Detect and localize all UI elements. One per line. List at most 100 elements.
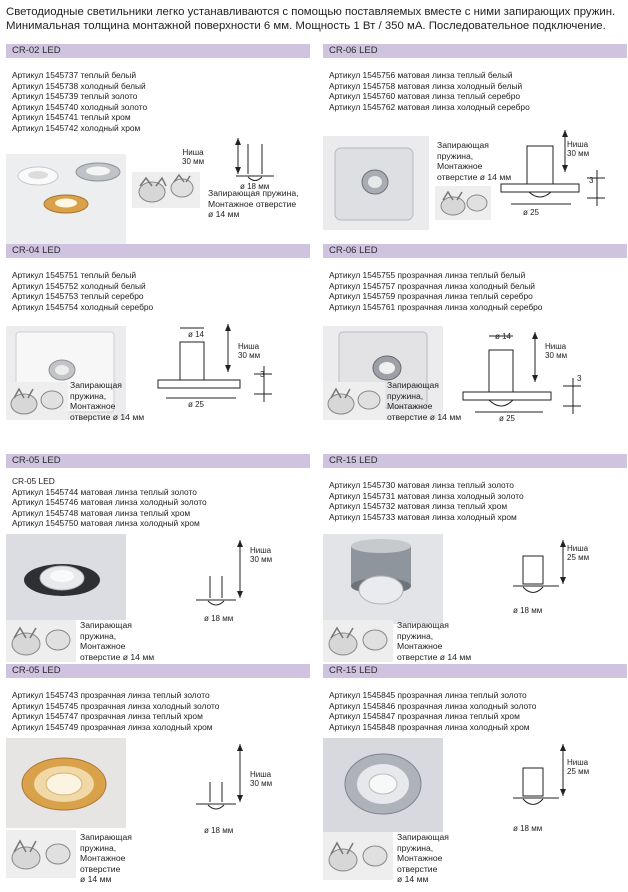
product-photo — [323, 738, 443, 832]
diameter-label: ø 18 мм — [204, 826, 234, 835]
panel-header: CR-05 LED — [6, 454, 310, 468]
article-list: Артикул 1545756 матовая линза теплый бел… — [329, 70, 530, 112]
article-line: Артикул 1545733 матовая линза холодный х… — [329, 511, 517, 522]
article-line: Артикул 1545754 холодный серебро — [12, 301, 154, 312]
spring-caption: Запирающая пружина, Монтажное отверстие … — [70, 380, 145, 422]
diameter-label: ø 25 — [499, 414, 516, 423]
panel-header: CR-15 LED — [323, 664, 627, 678]
article-line: Артикул 1545749 прозрачная линза холодны… — [12, 721, 213, 732]
top-diameter-label: ø 14 — [495, 332, 512, 341]
article-line: Артикул 1545746 матовая линза холодный з… — [12, 497, 207, 508]
panel-header: CR-02 LED — [6, 44, 310, 58]
depth-label: 3 — [577, 374, 582, 383]
niche-label: Ниша 30 мм — [567, 140, 590, 158]
article-line: Артикул 1545758 матовая линза холодный б… — [329, 80, 523, 91]
diameter-label: ø 18 мм — [513, 824, 543, 833]
article-line: Артикул 1545752 холодный белый — [12, 280, 146, 291]
product-photo — [6, 154, 126, 250]
product-panel-cr04: CR-04 LED Артикул 1545751 теплый белый А… — [6, 244, 310, 450]
niche-label: Ниша 25 мм — [567, 758, 590, 776]
article-line: Артикул 1545739 теплый золото — [12, 91, 138, 102]
depth-label: 3 — [260, 370, 265, 379]
dimension-drawing — [500, 130, 605, 206]
spring-photo — [323, 382, 385, 420]
article-line: Артикул 1545731 матовая линза холодный з… — [329, 490, 524, 501]
niche-label: Ниша 30 мм — [250, 770, 273, 788]
panel-header: CR-06 LED — [323, 44, 627, 58]
spring-caption: Запирающая пружина, Монтажное отверстие … — [208, 188, 299, 220]
spring-photo — [435, 186, 491, 220]
spring-photo — [6, 382, 68, 420]
article-line: Артикул 1545846 прозрачная линза холодны… — [329, 700, 537, 711]
product-photo — [6, 738, 126, 828]
dimension-drawing — [157, 324, 272, 402]
article-line: Артикул 1545756 матовая линза теплый бел… — [329, 70, 513, 80]
article-line: Артикул 1545738 холодный белый — [12, 80, 146, 91]
article-line: Артикул 1545847 прозрачная линза теплый … — [329, 711, 520, 722]
product-photo — [6, 534, 126, 620]
product-panel-cr15-matte: CR-15 LED Артикул 1545730 матовая линза … — [323, 454, 627, 662]
article-line: Артикул 1545751 теплый белый — [12, 270, 136, 280]
article-line: CR-05 LED — [12, 476, 55, 486]
diameter-label: ø 18 мм — [240, 182, 270, 191]
article-line: Артикул 1545757 прозрачная линза холодны… — [329, 280, 535, 291]
depth-label: 3 — [589, 176, 594, 185]
diameter-label: ø 25 — [523, 208, 540, 217]
spring-caption: Запирающая пружина, Монтажное отверстие … — [80, 832, 132, 885]
article-line: Артикул 1545760 матовая линза теплый сер… — [329, 91, 521, 102]
article-line: Артикул 1545737 теплый белый — [12, 70, 136, 80]
diameter-label: ø 25 — [188, 400, 205, 409]
dimension-drawing — [196, 744, 243, 810]
spring-photo — [323, 832, 393, 880]
article-line: Артикул 1545740 холодный золото — [12, 101, 148, 112]
article-line: Артикул 1545845 прозрачная линза теплый … — [329, 690, 527, 700]
article-line: Артикул 1545744 матовая линза теплый зол… — [12, 486, 197, 497]
intro-line-1: Светодиодные светильники легко устанавли… — [6, 6, 616, 18]
niche-label: Ниша 30 мм — [250, 546, 273, 564]
product-panel-cr05-matte: CR-05 LED CR-05 LED Артикул 1545744 мато… — [6, 454, 310, 662]
article-line: Артикул 1545750 матовая линза холодный х… — [12, 518, 200, 529]
top-diameter-label: ø 14 — [188, 330, 205, 339]
panel-header: CR-04 LED — [6, 244, 310, 258]
product-photo — [323, 136, 429, 230]
spring-caption: Запирающая пружина, Монтажное отверстие … — [80, 620, 155, 662]
panel-header: CR-15 LED — [323, 454, 627, 468]
spring-photo — [132, 172, 200, 208]
panel-header: CR-05 LED — [6, 664, 310, 678]
article-line: Артикул 1545762 матовая линза холодный с… — [329, 101, 530, 112]
spring-caption: Запирающая пружина, Монтажное отверстие … — [397, 832, 449, 885]
article-line: Артикул 1545730 матовая линза теплый зол… — [329, 480, 514, 490]
niche-label: Ниша 30 мм — [182, 148, 205, 166]
diameter-label: ø 18 мм — [204, 614, 234, 623]
niche-label: Ниша 30 мм — [545, 342, 568, 360]
intro-text: Светодиодные светильники легко устанавли… — [6, 5, 622, 33]
dimension-drawing — [235, 138, 274, 181]
article-list: Артикул 1545743 прозрачная линза теплый … — [12, 690, 219, 732]
intro-line-2: Минимальная толщина монтажной поверхност… — [6, 20, 606, 32]
dimension-drawing — [462, 332, 581, 414]
diameter-label: ø 18 мм — [513, 606, 543, 615]
article-line: Артикул 1545742 холодный хром — [12, 122, 141, 133]
article-list: Артикул 1545751 теплый белый Артикул 154… — [12, 270, 153, 312]
article-list: Артикул 1545755 прозрачная линза теплый … — [329, 270, 542, 312]
product-photo — [323, 534, 443, 624]
product-panel-cr15-clear: CR-15 LED Артикул 1545845 прозрачная лин… — [323, 664, 627, 888]
dimension-drawing — [513, 744, 566, 805]
dimension-drawing — [513, 540, 566, 593]
spring-caption: Запирающая пружина, Монтажное отверстие … — [387, 380, 462, 422]
product-panel-cr06-matte: CR-06 LED Артикул 1545756 матовая линза … — [323, 44, 627, 250]
article-line: Артикул 1545848 прозрачная линза холодны… — [329, 721, 530, 732]
spring-photo — [6, 620, 76, 662]
article-list: CR-05 LED Артикул 1545744 матовая линза … — [12, 476, 207, 529]
article-line: Артикул 1545761 прозрачная линза холодны… — [329, 301, 543, 312]
spring-photo — [6, 830, 76, 878]
niche-label: Ниша 25 мм — [567, 544, 590, 562]
article-line: Артикул 1545748 матовая линза теплый хро… — [12, 507, 191, 518]
article-line: Артикул 1545741 теплый хром — [12, 112, 131, 123]
product-panel-cr02: CR-02 LED Артикул 1545737 теплый белый А… — [6, 44, 310, 250]
panel-header: CR-06 LED — [323, 244, 627, 258]
article-list: Артикул 1545845 прозрачная линза теплый … — [329, 690, 536, 732]
article-list: Артикул 1545737 теплый белый Артикул 154… — [12, 70, 147, 134]
product-panel-cr06-clear: CR-06 LED Артикул 1545755 прозрачная лин… — [323, 244, 627, 450]
article-line: Артикул 1545745 прозрачная линза холодны… — [12, 700, 220, 711]
